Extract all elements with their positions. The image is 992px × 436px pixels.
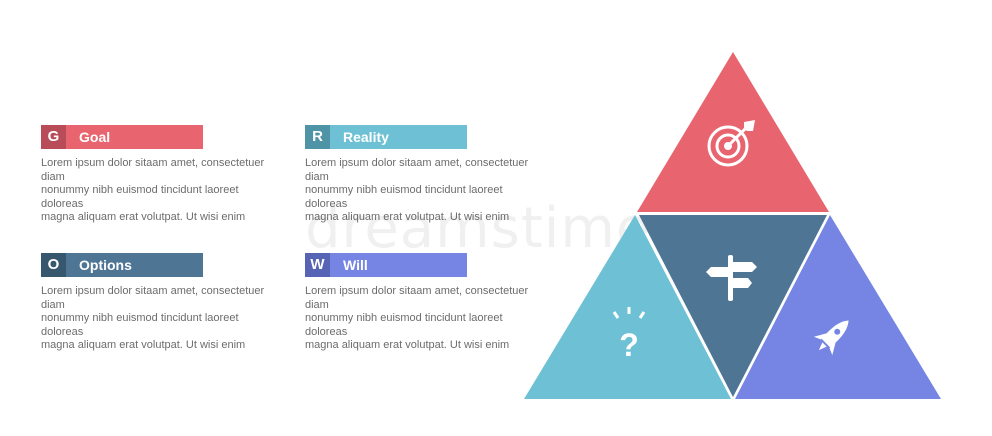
pyramid-right-triangle (735, 215, 941, 399)
question-icon: ? (612, 307, 646, 363)
reality-item: R Reality Lorem ipsum dolor sitaam amet,… (305, 125, 541, 225)
reality-description: Lorem ipsum dolor sitaam amet, consectet… (305, 157, 529, 223)
options-label: Options (79, 257, 132, 273)
goal-letter-badge: G (41, 125, 66, 149)
pyramid-top-triangle (637, 52, 829, 212)
goal-label: Goal (79, 129, 111, 145)
reality-header-bar: R Reality (305, 125, 467, 149)
rocket-icon (813, 320, 849, 356)
will-item: W Will Lorem ipsum dolor sitaam amet, co… (305, 253, 541, 353)
will-header-bar: W Will (305, 253, 467, 277)
options-header-bar: O Options (41, 253, 203, 277)
options-letter-badge: O (41, 253, 66, 277)
svg-text:?: ? (619, 327, 639, 363)
options-description: Lorem ipsum dolor sitaam amet, consectet… (41, 285, 265, 351)
will-letter-badge: W (305, 253, 330, 277)
reality-label: Reality (343, 129, 389, 145)
goal-item: G Goal Lorem ipsum dolor sitaam amet, co… (41, 125, 277, 225)
target-icon (707, 120, 755, 167)
signpost-icon (706, 255, 757, 301)
goal-header-bar: G Goal (41, 125, 203, 149)
reality-letter-badge: R (305, 125, 330, 149)
will-label: Will (343, 257, 368, 273)
options-item: O Options Lorem ipsum dolor sitaam amet,… (41, 253, 277, 353)
pyramid-center-triangle (639, 215, 827, 397)
will-description: Lorem ipsum dolor sitaam amet, consectet… (305, 285, 529, 351)
goal-description: Lorem ipsum dolor sitaam amet, consectet… (41, 157, 265, 223)
